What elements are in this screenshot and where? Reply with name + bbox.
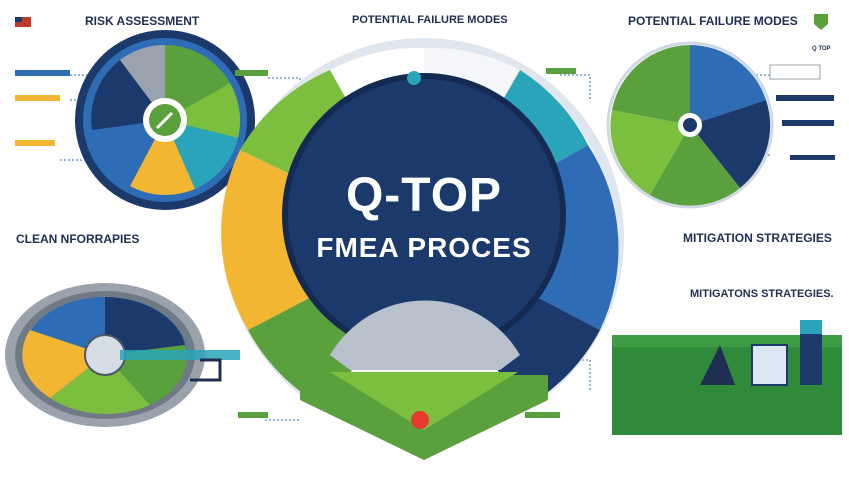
heading-potential-failure-right: POTENTIAL FAILURE MODES	[628, 14, 798, 28]
gear-icon	[84, 334, 126, 376]
center-ring	[221, 38, 624, 460]
flag-icon	[15, 17, 31, 27]
heading-mitigation-1: MITIGATION STRATEGIES	[683, 231, 832, 245]
status-icon	[411, 411, 429, 429]
heading-mitigation-2: MITIGATONS STRATEGIES.	[690, 288, 834, 300]
heading-potential-failure-center: POTENTIAL FAILURE MODES	[352, 14, 508, 26]
heading-clean-info: CLEAN NFORRAPIES	[16, 232, 140, 246]
label-chips	[15, 64, 835, 418]
center-subtitle: FMEA PROCES	[316, 232, 532, 263]
risk-wheel	[75, 30, 255, 210]
shield-icon	[814, 14, 828, 30]
failure-wheel	[606, 41, 774, 209]
info-ring	[5, 283, 240, 427]
gauge-icon	[700, 320, 822, 386]
heading-risk-assessment: RISK ASSESSMENT	[85, 14, 200, 28]
center-title: Q-TOP	[345, 169, 503, 222]
label-q-top: Q TOP	[812, 46, 831, 52]
